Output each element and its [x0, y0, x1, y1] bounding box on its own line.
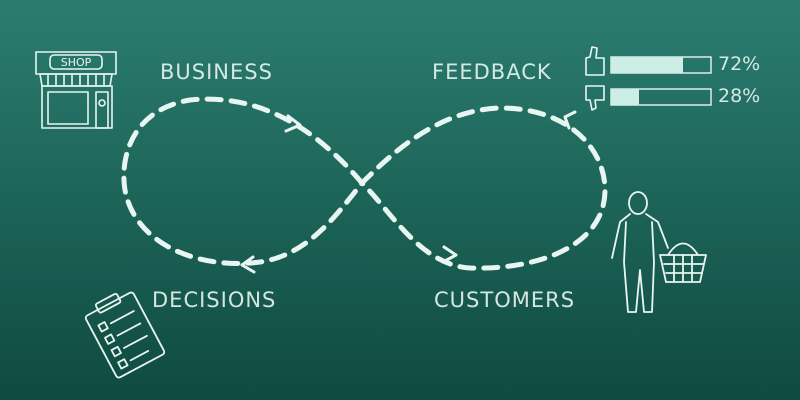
- label-feedback: FEEDBACK: [432, 60, 552, 84]
- positive-bar-fill: [611, 57, 683, 73]
- label-business: BUSINESS: [160, 60, 273, 84]
- negative-percent: 28%: [718, 85, 761, 107]
- shop-sign: SHOP: [61, 56, 92, 69]
- negative-bar-fill: [611, 89, 639, 105]
- positive-percent: 72%: [718, 53, 761, 75]
- arrow-icon: [240, 255, 256, 274]
- arrow-icon: [563, 110, 577, 130]
- clipboard-icon: [84, 291, 166, 379]
- label-decisions: DECISIONS: [152, 288, 277, 312]
- thumbs-down-icon: [585, 85, 605, 111]
- label-customers: CUSTOMERS: [434, 288, 576, 312]
- thumbs-up-icon: [585, 46, 605, 76]
- infinity-loop: [121, 96, 608, 271]
- arrow-icon: [284, 114, 302, 133]
- shopping-basket-icon: [659, 242, 707, 283]
- arrow-icon: [441, 245, 458, 264]
- shop-icon: [35, 51, 117, 129]
- customer-figure-icon: [611, 191, 669, 313]
